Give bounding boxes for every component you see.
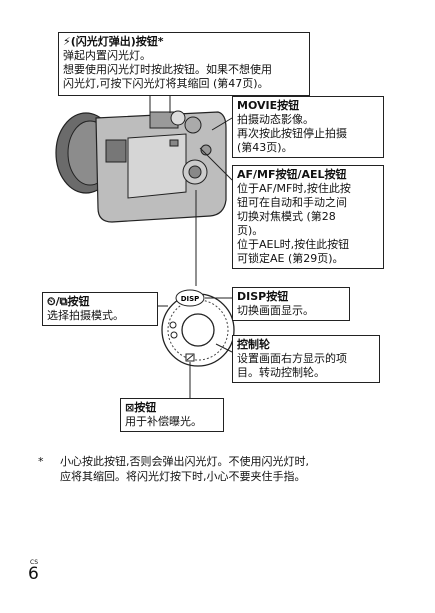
exposure-comp-button-desc: 用于补偿曝光。 [125,415,202,428]
exposure-comp-button-callout: ⊠按钮 用于补偿曝光。 [120,398,224,432]
drive-mode-button-title: ⏲/⧉按钮 [47,295,90,308]
dial-disp-label: DISP [181,295,200,303]
movie-button-desc-3: (第43页)。 [237,141,293,154]
page-language-code: CS [30,559,38,566]
exposure-comp-button-title: ⊠按钮 [125,401,157,414]
flash-button-desc-3: 闪光灯,可按下闪光灯将其缩回 (第47页)。 [63,77,269,90]
drive-mode-button-callout: ⏲/⧉按钮 选择拍摄模式。 [42,292,158,326]
afmf-ael-button-callout: AF/MF按钮/AEL按钮 位于AF/MF时,按住此按 钮可在自动和手动之间 切… [232,165,384,269]
footnote-line-1: 小心按此按钮,否则会弹出闪光灯。不使用闪光灯时, [60,455,309,468]
page-number: 6 [28,564,39,584]
afmf-ael-desc-3: 切换对焦模式 (第28 [237,210,336,223]
footnote-line-2: 应将其缩回。将闪光灯按下时,小心不要夹住手指。 [60,470,306,483]
movie-button-desc-2: 再次按此按钮停止拍摄 [237,127,347,140]
flash-button-desc-1: 弹起内置闪光灯。 [63,49,151,62]
disp-button-callout: DISP按钮 切换画面显示。 [232,287,350,321]
afmf-ael-desc-1: 位于AF/MF时,按住此按 [237,182,351,195]
control-wheel-callout: 控制轮 设置画面右方显示的项 目。转动控制轮。 [232,335,380,383]
footnote-mark: * [38,455,44,468]
disp-button-desc: 切换画面显示。 [237,304,314,317]
control-dial-drawing: DISP [161,289,235,367]
afmf-ael-desc-4: 页)。 [237,224,264,237]
afmf-ael-desc-5: 位于AEL时,按住此按钮 [237,238,350,251]
flash-button-title: ⚡(闪光灯弹出)按钮* [63,35,164,48]
afmf-ael-button-title: AF/MF按钮/AEL按钮 [237,168,347,181]
camera-body-drawing [55,110,227,223]
disp-button-title: DISP按钮 [237,290,289,303]
flash-button-callout: ⚡(闪光灯弹出)按钮* 弹起内置闪光灯。 想要使用闪光灯时按此按钮。如果不想使用… [58,32,310,96]
afmf-ael-desc-2: 钮可在自动和手动之间 [237,196,347,209]
afmf-ael-desc-6: 可锁定AE (第29页)。 [237,252,344,265]
control-wheel-desc-1: 设置画面右方显示的项 [237,352,347,365]
control-wheel-title: 控制轮 [237,338,270,351]
drive-mode-button-desc: 选择拍摄模式。 [47,309,124,322]
movie-button-title: MOVIE按钮 [237,99,300,112]
movie-button-desc-1: 拍摄动态影像。 [237,113,314,126]
leader-lines [149,96,233,398]
movie-button-callout: MOVIE按钮 拍摄动态影像。 再次按此按钮停止拍摄 (第43页)。 [232,96,384,158]
control-wheel-desc-2: 目。转动控制轮。 [237,366,325,379]
flash-button-desc-2: 想要使用闪光灯时按此按钮。如果不想使用 [63,63,272,76]
